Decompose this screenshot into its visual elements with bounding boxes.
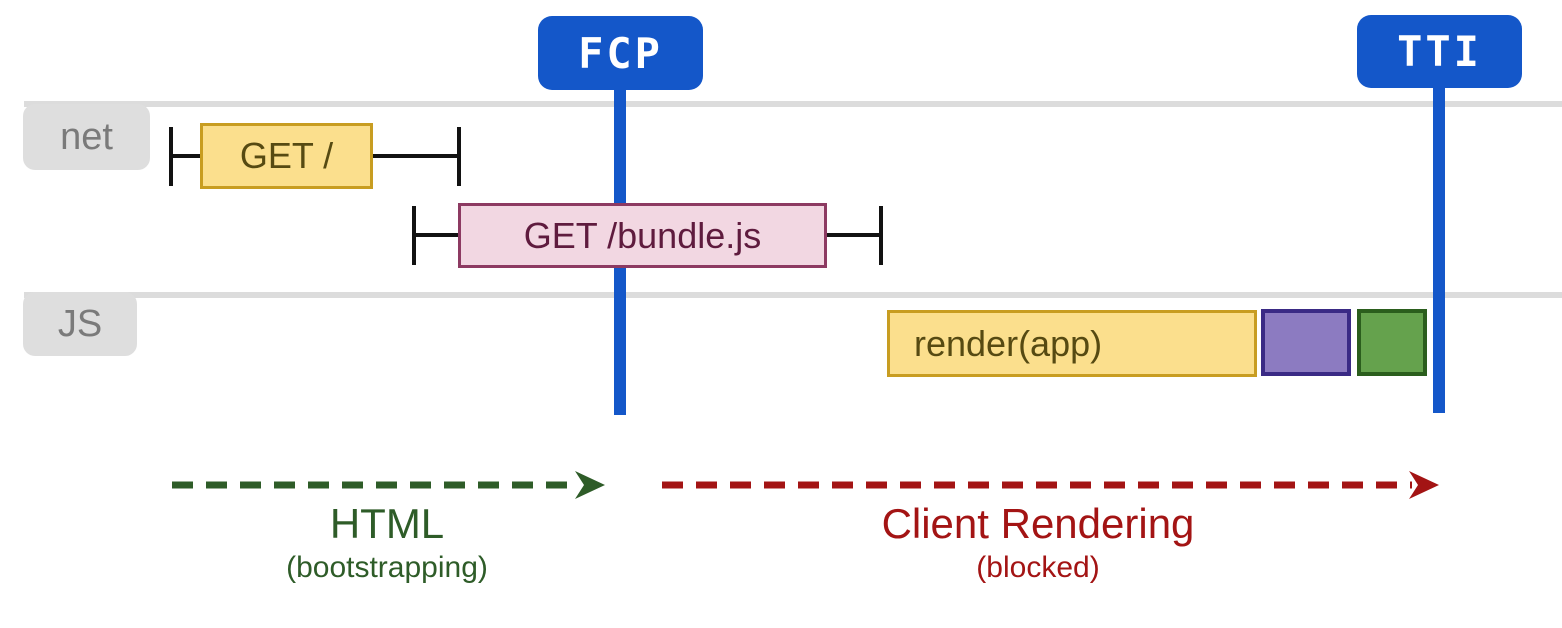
- whisker-line-right-bundle: [827, 233, 881, 237]
- tti-badge: TTI: [1357, 15, 1522, 88]
- whisker-line-right-get-root: [373, 154, 460, 158]
- request-label-bundle: GET /bundle.js: [523, 214, 762, 256]
- lane-label-js: JS: [23, 292, 137, 356]
- fcp-badge-text: FCP: [578, 28, 663, 78]
- phase-caption-bootstrap: HTML (bootstrapping): [187, 500, 587, 588]
- request-bar-get-root: GET /: [200, 123, 373, 189]
- net-lane-text: net: [60, 115, 113, 158]
- request-label-get-root: GET /: [239, 135, 334, 176]
- lane-label-net: net: [23, 104, 150, 170]
- client-rendering-phase-subtitle: (blocked): [976, 551, 1100, 584]
- task-bar-purple: [1261, 309, 1351, 376]
- bootstrap-phase-title: HTML: [329, 500, 445, 547]
- whisker-line-left-get-root: [169, 154, 200, 158]
- fcp-badge: FCP: [538, 16, 703, 90]
- phase-caption-client-rendering: Client Rendering (blocked): [838, 500, 1238, 588]
- phase-arrows: [172, 471, 1439, 499]
- task-bar-render-app: render(app): [887, 310, 1257, 377]
- task-bar-green: [1357, 309, 1427, 376]
- whisker-line-left-bundle: [412, 233, 458, 237]
- whisker-cap-right-bundle: [879, 206, 883, 265]
- client-rendering-phase-title: Client Rendering: [881, 500, 1195, 547]
- tti-badge-text: TTI: [1397, 27, 1482, 76]
- js-lane-text: JS: [57, 302, 103, 345]
- tti-marker-line: [1433, 85, 1445, 413]
- net-lane-line: [24, 101, 1562, 107]
- whisker-cap-right-get-root: [457, 127, 461, 186]
- task-label-render-app: render(app): [914, 322, 1103, 364]
- js-lane-line: [24, 292, 1562, 298]
- request-bar-bundle: GET /bundle.js: [458, 203, 827, 268]
- bootstrap-phase-subtitle: (bootstrapping): [286, 551, 488, 584]
